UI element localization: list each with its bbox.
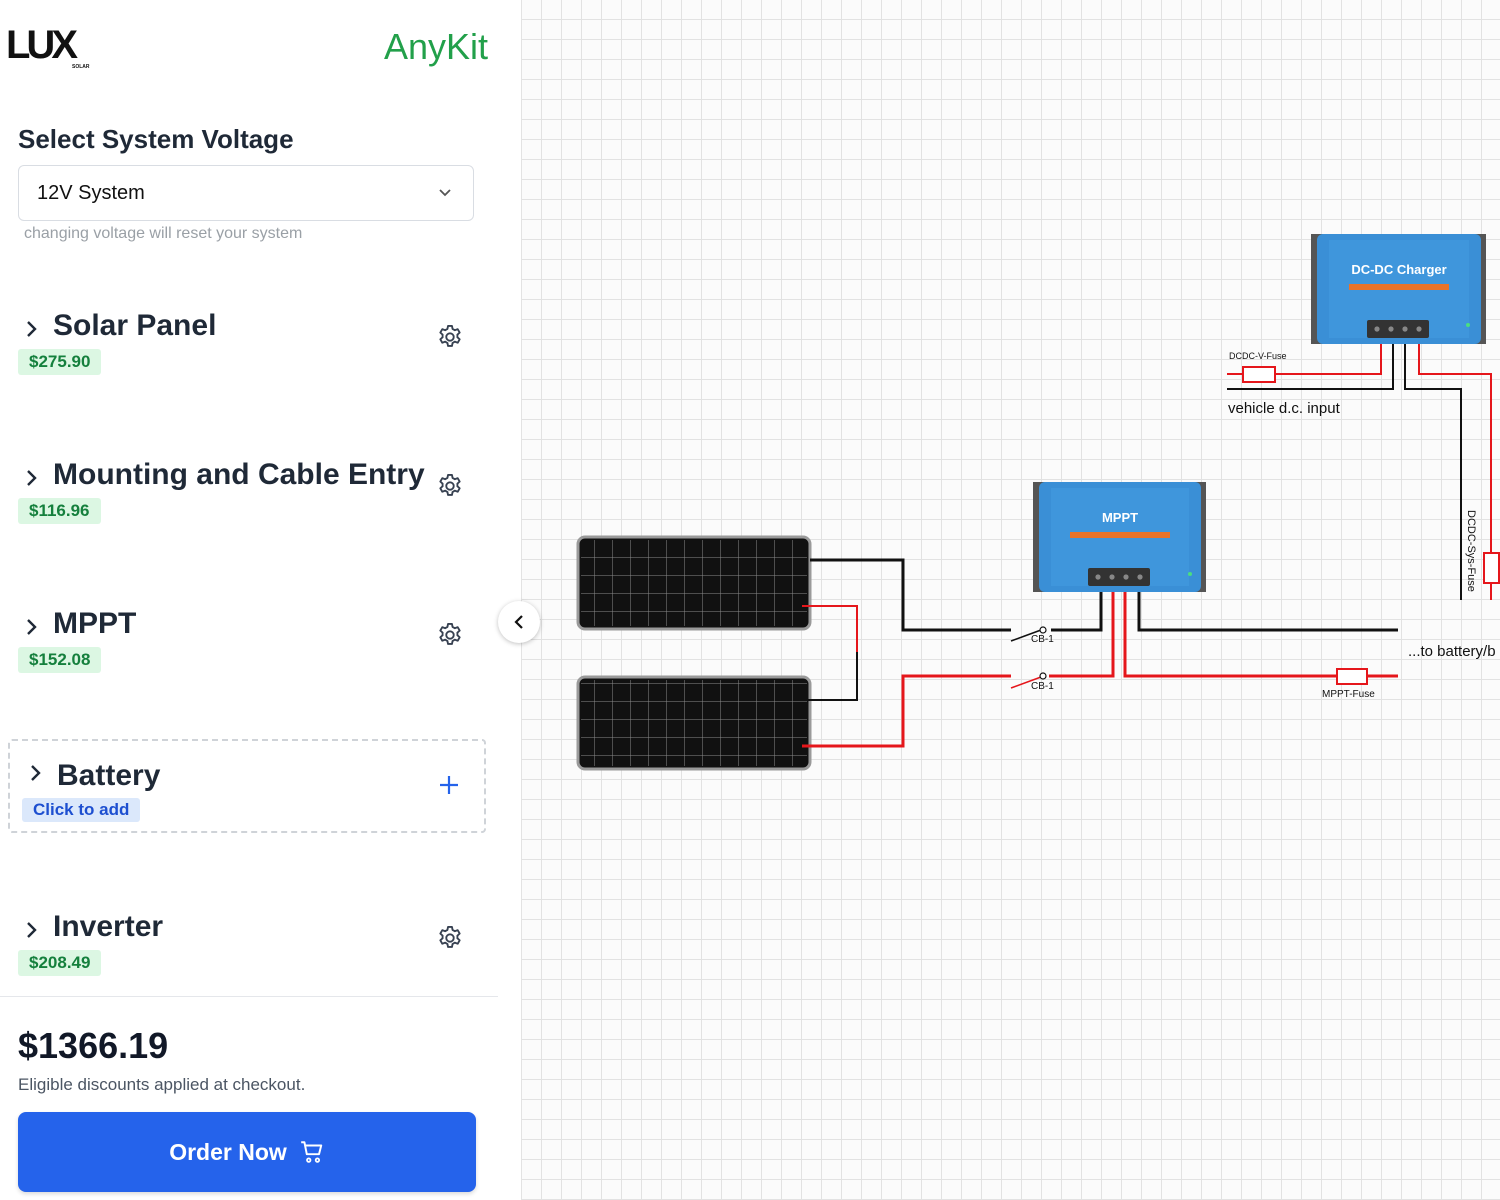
component-name: Mounting and Cable Entry	[53, 458, 425, 491]
component-name: Inverter	[53, 910, 164, 943]
circuit-breaker-negative[interactable]: CB-1	[1010, 626, 1054, 645]
component-name: Solar Panel	[53, 309, 217, 342]
component-solar-panel: Solar Panel $275.90	[18, 309, 478, 399]
vehicle-input-label: vehicle d.c. input	[1228, 400, 1341, 417]
price-badge: $152.08	[18, 647, 102, 673]
voltage-select[interactable]: 12V System	[18, 165, 474, 221]
solar-panel-1[interactable]	[576, 535, 812, 631]
svg-text:LUX: LUX	[6, 24, 78, 67]
mppt-device[interactable]: MPPT	[1033, 482, 1206, 592]
order-now-button[interactable]: Order Now	[18, 1112, 476, 1192]
chevron-right-icon[interactable]	[26, 763, 46, 783]
price-badge: $275.90	[18, 349, 102, 375]
svg-text:DCDC-Sys-Fuse: DCDC-Sys-Fuse	[1465, 510, 1477, 592]
chevron-right-icon[interactable]	[22, 617, 42, 637]
dcdc-sys-fuse[interactable]: DCDC-Sys-Fuse	[1465, 510, 1500, 592]
svg-text:CB-1: CB-1	[1031, 681, 1054, 692]
wiring-diagram: CB-1 CB-1 MPPT-Fuse ...to battery/b MPPT	[576, 234, 1500, 771]
dcdc-wires	[1227, 337, 1492, 600]
svg-text:SOLAR: SOLAR	[72, 64, 90, 70]
discount-note: Eligible discounts applied at checkout.	[18, 1075, 306, 1094]
component-name: MPPT	[53, 607, 137, 640]
chevron-down-icon	[439, 189, 451, 197]
lux-solar-logo: LUX SOLAR	[6, 24, 90, 70]
price-badge: $116.96	[18, 498, 101, 524]
dcdc-v-fuse[interactable]: DCDC-V-Fuse	[1229, 351, 1287, 383]
click-to-add-badge[interactable]: Click to add	[22, 798, 141, 822]
component-mppt: MPPT $152.08	[18, 607, 478, 697]
diagram-canvas[interactable]: CB-1 CB-1 MPPT-Fuse ...to battery/b MPPT	[521, 0, 1500, 1200]
brand-name: AnyKit	[384, 26, 489, 67]
svg-text:MPPT-Fuse: MPPT-Fuse	[1322, 689, 1375, 700]
svg-text:CB-1: CB-1	[1031, 634, 1054, 645]
component-mounting: Mounting and Cable Entry $116.96	[18, 458, 478, 548]
gear-icon[interactable]	[436, 472, 464, 500]
svg-text:DC-DC Charger: DC-DC Charger	[1351, 262, 1446, 277]
negative-wires	[810, 558, 1398, 632]
to-battery-label: ...to battery/b	[1408, 643, 1496, 660]
total-price: $1366.19	[18, 1025, 169, 1066]
chevron-right-icon[interactable]	[22, 319, 42, 339]
component-battery[interactable]: Battery Click to add	[8, 739, 486, 833]
sidebar: LUX SOLAR AnyKit Select System Voltage 1…	[0, 0, 521, 1200]
plus-icon[interactable]	[438, 774, 460, 796]
price-badge: $208.49	[18, 950, 102, 976]
order-now-label: Order Now	[169, 1138, 287, 1165]
collapse-sidebar-button[interactable]	[498, 601, 540, 643]
voltage-title: Select System Voltage	[18, 124, 294, 154]
component-name: Battery	[57, 759, 161, 792]
chevron-right-icon[interactable]	[22, 920, 42, 940]
positive-wires	[802, 586, 1398, 748]
solar-panel-2[interactable]	[576, 675, 812, 771]
gear-icon[interactable]	[436, 924, 464, 952]
svg-text:MPPT: MPPT	[1102, 510, 1138, 525]
gear-icon[interactable]	[436, 621, 464, 649]
voltage-note: changing voltage will reset your system	[24, 225, 303, 242]
cart-icon	[300, 1141, 322, 1163]
voltage-selected-value: 12V System	[37, 181, 145, 204]
gear-icon[interactable]	[436, 323, 464, 351]
mppt-fuse[interactable]: MPPT-Fuse	[1322, 668, 1375, 700]
series-link-wires	[802, 605, 858, 701]
component-inverter: Inverter $208.49	[18, 910, 478, 1000]
svg-text:DCDC-V-Fuse: DCDC-V-Fuse	[1229, 351, 1287, 361]
divider	[0, 996, 498, 997]
chevron-right-icon[interactable]	[22, 468, 42, 488]
circuit-breaker-positive[interactable]: CB-1	[1010, 672, 1054, 692]
chevron-left-icon	[514, 615, 523, 629]
dcdc-charger-device[interactable]: DC-DC Charger	[1311, 234, 1486, 344]
